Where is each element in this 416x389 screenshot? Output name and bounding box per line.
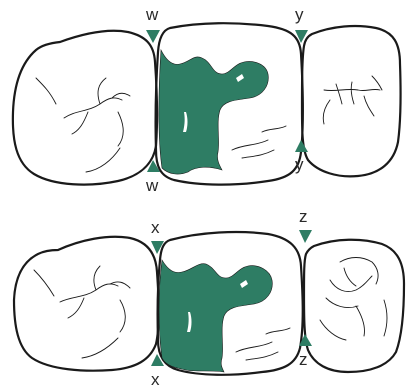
- label-x-top: x: [151, 218, 160, 237]
- bottom-middle-groove: [236, 328, 290, 360]
- z-top-arrow: [299, 230, 312, 243]
- bottom-mesial-preparation: [159, 260, 272, 372]
- top-middle-groove: [232, 126, 286, 158]
- label-w-bottom: w: [145, 176, 159, 195]
- bottom-row: x z x z: [14, 207, 404, 389]
- bottom-left-groove: [34, 266, 130, 358]
- label-w-top: w: [145, 5, 159, 24]
- top-row: w y w y: [13, 5, 401, 195]
- top-middle-tooth: [156, 23, 303, 184]
- bottom-right-tooth-outline: [304, 240, 404, 372]
- top-right-groove: [323, 76, 382, 124]
- bottom-right-tooth: [304, 240, 404, 372]
- top-left-groove: [36, 78, 130, 172]
- y-bottom-arrow: [295, 140, 308, 152]
- label-y-top: y: [295, 5, 304, 24]
- top-right-tooth: [302, 26, 401, 176]
- label-y-bottom: y: [295, 155, 304, 174]
- top-mesial-preparation: [159, 50, 268, 174]
- bottom-middle-tooth: [158, 232, 303, 375]
- top-left-tooth-outline: [13, 31, 157, 185]
- top-left-tooth: [13, 31, 157, 185]
- bottom-left-tooth: [14, 237, 159, 371]
- label-x-bottom: x: [151, 370, 160, 389]
- label-z-top: z: [299, 207, 308, 226]
- bottom-right-groove: [320, 258, 387, 341]
- top-right-tooth-outline: [302, 26, 401, 176]
- bottom-left-tooth-outline: [14, 237, 159, 371]
- label-z-bottom: z: [299, 350, 308, 369]
